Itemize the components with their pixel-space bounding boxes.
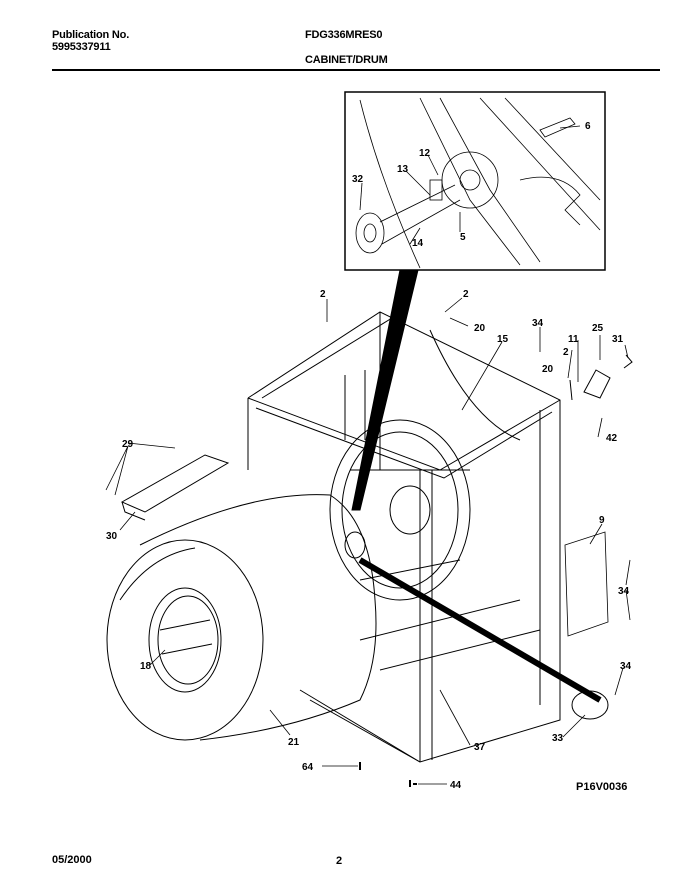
- diagram-reference-code: P16V0036: [576, 781, 628, 793]
- callout-20b: 20: [542, 364, 554, 375]
- inset-callout-14: 14: [412, 238, 424, 249]
- inset-callout-12: 12: [419, 148, 431, 159]
- model-number: FDG336MRES0: [305, 29, 383, 41]
- callout-11: 11: [568, 334, 579, 345]
- publication-number: 5995337911: [52, 41, 111, 53]
- detail-inset-frame: [344, 91, 606, 271]
- callout-30: 30: [106, 531, 118, 542]
- callout-34b: 34: [618, 586, 630, 597]
- header-rule: [52, 69, 660, 71]
- callout-9: 9: [599, 515, 605, 526]
- callout-25: 25: [592, 323, 604, 334]
- callout-31: 31: [612, 334, 624, 345]
- toe-panel: [120, 454, 230, 521]
- callout-2b: 2: [463, 289, 469, 300]
- section-title: CABINET/DRUM: [305, 54, 388, 66]
- callout-44: 44: [450, 780, 462, 791]
- footer-date: 05/2000: [52, 854, 92, 866]
- inset-callout-13: 13: [397, 164, 409, 175]
- callout-15: 15: [497, 334, 509, 345]
- callout-2c: 2: [563, 347, 569, 358]
- drum-belt: [358, 557, 602, 703]
- detail-pointer: [351, 269, 419, 511]
- callout-34c: 34: [620, 661, 632, 672]
- callout-42: 42: [606, 433, 618, 444]
- callouts: 2 2 20 34 11 25 31 15 2 20 42 29 30 9 34…: [106, 121, 632, 791]
- callout-20a: 20: [474, 323, 486, 334]
- cabinet-frame: [247, 311, 561, 763]
- publication-label: Publication No.: [52, 29, 130, 41]
- callout-2a: 2: [320, 289, 326, 300]
- inset-callout-32: 32: [352, 174, 364, 185]
- callout-18: 18: [140, 661, 152, 672]
- drum: [106, 494, 377, 741]
- callout-29: 29: [122, 439, 134, 450]
- back-cover: [564, 531, 609, 637]
- callout-37: 37: [474, 742, 486, 753]
- rear-bulkhead: [329, 419, 471, 601]
- callout-21: 21: [288, 737, 300, 748]
- inset-callout-6: 6: [585, 121, 591, 132]
- callout-34a: 34: [532, 318, 544, 329]
- leader-lines: [105, 125, 631, 785]
- inset-callout-5: 5: [460, 232, 466, 243]
- motor: [571, 690, 609, 720]
- callout-64: 64: [302, 762, 314, 773]
- inset-drum-back: [355, 97, 601, 269]
- page-number: 2: [336, 855, 343, 867]
- callout-33: 33: [552, 733, 564, 744]
